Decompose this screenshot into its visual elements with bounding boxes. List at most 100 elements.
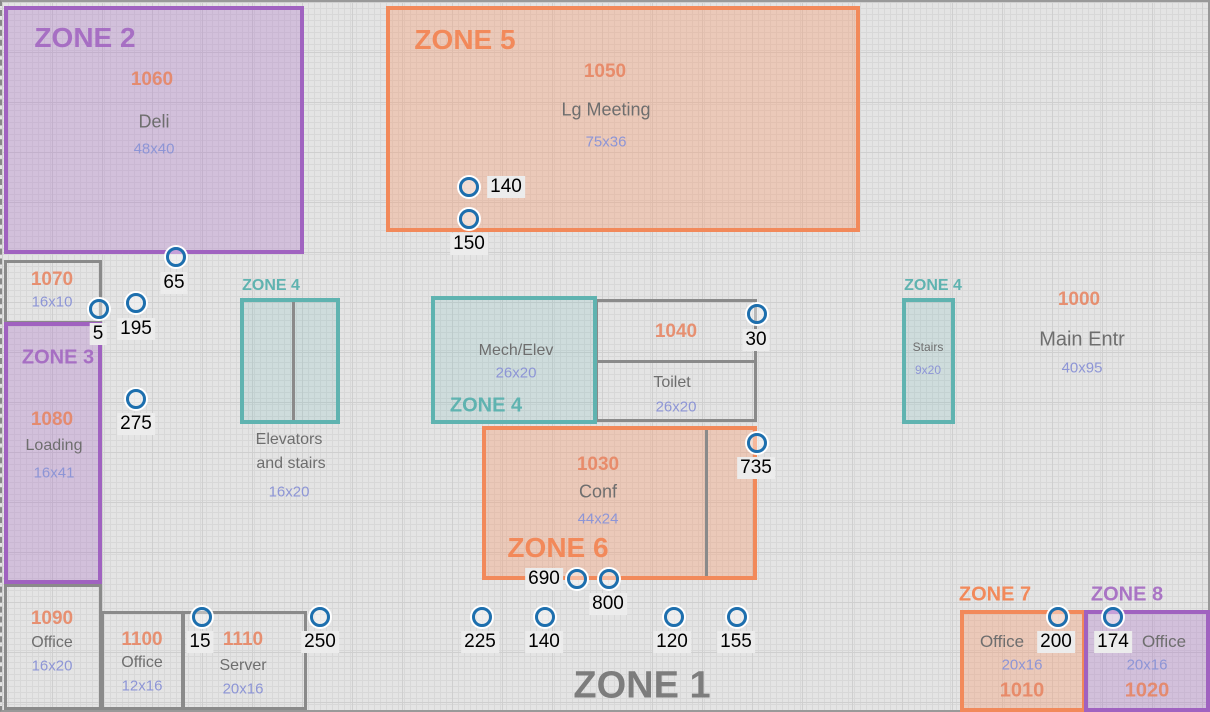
room-number: 1030 (576, 454, 620, 475)
room-dim: 26x20 (495, 364, 537, 382)
room-dim: 9x20 (914, 363, 942, 377)
room-dim: 26x20 (655, 398, 697, 416)
room-dim: 16x20 (31, 657, 73, 675)
room-name: Lg Meeting (561, 99, 651, 120)
room-name: Stairs (912, 340, 944, 354)
room-name: Mech/Elev (478, 342, 554, 359)
sensor-value: 275 (117, 413, 155, 435)
room-dim: 16x10 (31, 293, 73, 311)
sensor-value: 200 (1037, 631, 1075, 653)
sensor-value: 140 (525, 631, 563, 653)
sensor-marker[interactable] (727, 607, 747, 627)
zone-3-area (4, 322, 102, 584)
zone-5-label: ZONE 5 (414, 24, 516, 55)
room-dim: 20x16 (1001, 656, 1043, 674)
sensor-marker[interactable] (192, 607, 212, 627)
sensor-marker[interactable] (166, 247, 186, 267)
room-name: Deli (138, 111, 170, 132)
zone-4-mech (431, 296, 597, 424)
zone-4-label: ZONE 4 (242, 277, 300, 294)
room-dim: 20x16 (1126, 656, 1168, 674)
sensor-marker[interactable] (472, 607, 492, 627)
sensor-value: 225 (461, 631, 499, 653)
room-number: 1000 (1057, 289, 1101, 310)
room-number: 1110 (222, 629, 264, 650)
zone-1-label: ZONE 1 (573, 664, 711, 707)
room-name: Office (31, 634, 73, 651)
sensor-marker[interactable] (747, 304, 767, 324)
sensor-marker[interactable] (89, 299, 109, 319)
sensor-marker[interactable] (126, 293, 146, 313)
room-name: Office (979, 632, 1025, 651)
sensor-marker[interactable] (535, 607, 555, 627)
zone-4-elevators (240, 298, 340, 424)
divider (705, 430, 708, 576)
zone-2-area (4, 6, 304, 254)
sensor-marker[interactable] (1048, 607, 1068, 627)
room-name: Server (219, 657, 267, 674)
room-dim: 40x95 (1061, 359, 1103, 377)
sensor-marker[interactable] (459, 177, 479, 197)
sensor-value: 65 (160, 272, 188, 294)
room-name: Elevators (255, 431, 323, 448)
sensor-marker[interactable] (599, 569, 619, 589)
room-dim: 16x41 (33, 464, 75, 482)
room-number: 1080 (30, 409, 74, 430)
zone-7-area (960, 610, 1086, 712)
sensor-value: 800 (589, 593, 627, 615)
zone-6-area (482, 426, 757, 580)
room-number: 1040 (654, 321, 698, 342)
zone-8-label: ZONE 8 (1090, 583, 1164, 606)
zone-6-label: ZONE 6 (507, 532, 609, 563)
sensor-marker[interactable] (459, 209, 479, 229)
room-name: Office (1141, 632, 1187, 651)
sensor-value: 155 (717, 631, 755, 653)
zone-2-label: ZONE 2 (34, 22, 136, 53)
room-name: Loading (25, 437, 83, 454)
sensor-value: 174 (1094, 631, 1132, 653)
sensor-value: 690 (525, 568, 563, 590)
sensor-marker[interactable] (126, 389, 146, 409)
sensor-value: 250 (301, 631, 339, 653)
room-dim: 48x40 (133, 140, 175, 158)
zone-8-area (1084, 610, 1210, 712)
sensor-value: 120 (653, 631, 691, 653)
sensor-value: 30 (742, 329, 770, 351)
room-number: 1090 (30, 608, 74, 629)
room-number: 1020 (1124, 679, 1170, 702)
sensor-marker[interactable] (310, 607, 330, 627)
sensor-value: 150 (450, 233, 488, 255)
room-number: 1050 (583, 61, 627, 82)
zone-4-stairs (902, 298, 955, 424)
sensor-value: 15 (186, 631, 214, 653)
room-dim: 20x16 (222, 680, 264, 698)
room-name: Toilet (653, 374, 691, 391)
zone-4-label: ZONE 4 (904, 277, 962, 294)
room-number: 1010 (999, 679, 1045, 702)
sensor-value: 735 (737, 457, 775, 479)
room-dim: 16x20 (268, 483, 310, 501)
zone-3-label: ZONE 3 (21, 346, 95, 369)
sensor-marker[interactable] (664, 607, 684, 627)
room-dim: 12x16 (121, 677, 163, 695)
sensor-marker[interactable] (747, 433, 767, 453)
zone-4-label: ZONE 4 (449, 394, 523, 417)
sensor-value: 5 (89, 323, 107, 345)
room-number: 1070 (30, 269, 74, 290)
room-number: 1060 (130, 69, 174, 90)
room-number: 1100 (121, 629, 163, 650)
divider (292, 302, 295, 420)
zone-7-label: ZONE 7 (958, 583, 1032, 606)
room-name: and stairs (256, 455, 326, 472)
sensor-marker[interactable] (567, 569, 587, 589)
room-name: Office (121, 654, 163, 671)
room-1090 (4, 584, 102, 710)
sensor-value: 195 (117, 318, 155, 340)
room-dim: 44x24 (577, 510, 619, 528)
sensor-marker[interactable] (1103, 607, 1123, 627)
room-dim: 75x36 (585, 133, 627, 151)
sensor-value: 140 (487, 176, 525, 198)
room-1110 (182, 611, 307, 710)
room-name: Main Entr (1039, 328, 1125, 351)
